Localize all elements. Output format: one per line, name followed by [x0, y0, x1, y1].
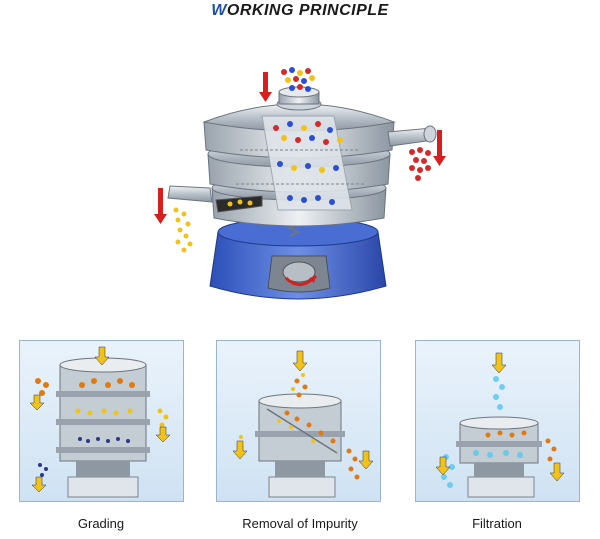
- bottom-outlet: [167, 185, 213, 203]
- main-sieve-illustration: [154, 67, 446, 300]
- panel-filtration: [415, 340, 580, 502]
- caption-filtration: Filtration: [472, 516, 522, 531]
- caption-removal-of-impurity: Removal of Impurity: [242, 516, 358, 531]
- caption-grading: Grading: [77, 516, 125, 531]
- yellow-discharge: [173, 207, 193, 253]
- page-title: WORKING PRINCIPLE: [211, 2, 389, 19]
- panel-grading: [19, 340, 184, 502]
- interior-particles: [227, 121, 343, 207]
- eccentric-weight: [282, 261, 316, 283]
- inlet-particles: [281, 67, 315, 92]
- red-discharge: [409, 147, 431, 181]
- panel-removal-of-impurity: [216, 340, 381, 502]
- flow-arrows: [154, 72, 446, 224]
